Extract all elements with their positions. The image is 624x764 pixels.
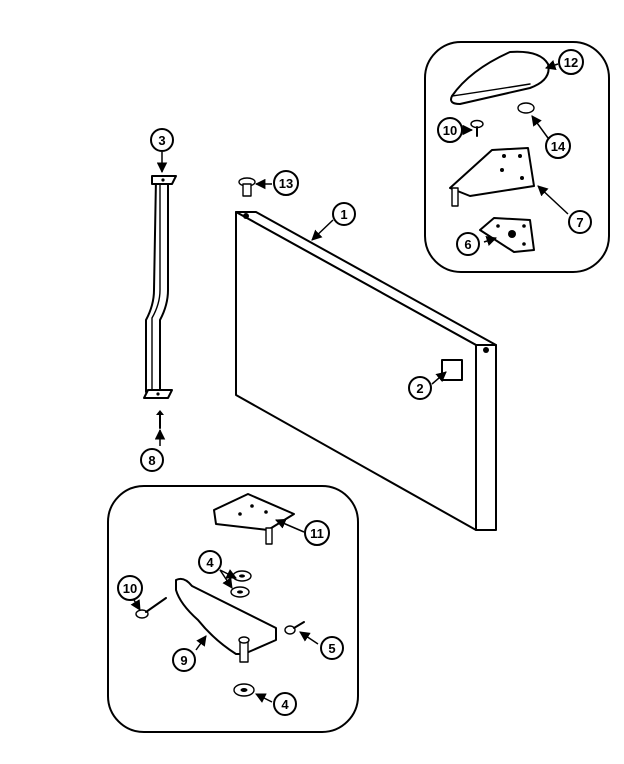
svg-text:13: 13 xyxy=(279,176,293,191)
svg-text:12: 12 xyxy=(564,55,578,70)
svg-text:6: 6 xyxy=(464,237,471,252)
callout-10-bottom: 10 xyxy=(117,575,143,601)
leaders xyxy=(130,60,569,703)
callout-7: 7 xyxy=(568,210,592,234)
svg-text:10: 10 xyxy=(443,123,457,138)
callout-6: 6 xyxy=(456,232,480,256)
callout-14: 14 xyxy=(545,133,571,159)
top-hinge-inset xyxy=(424,41,610,273)
callout-5: 5 xyxy=(320,636,344,660)
callout-3: 3 xyxy=(150,128,174,152)
svg-text:1: 1 xyxy=(340,207,347,222)
svg-text:5: 5 xyxy=(328,641,335,656)
callout-4-upper: 4 xyxy=(198,550,222,574)
callout-13: 13 xyxy=(273,170,299,196)
svg-text:8: 8 xyxy=(148,453,155,468)
callout-8: 8 xyxy=(140,448,164,472)
svg-text:14: 14 xyxy=(551,139,566,154)
bottom-hinge-inset xyxy=(107,485,359,733)
svg-text:4: 4 xyxy=(281,697,289,712)
svg-text:11: 11 xyxy=(310,526,324,541)
svg-text:9: 9 xyxy=(180,653,187,668)
screw xyxy=(156,410,164,429)
svg-text:2: 2 xyxy=(416,381,423,396)
svg-text:7: 7 xyxy=(576,215,583,230)
svg-text:3: 3 xyxy=(158,133,165,148)
callout-12: 12 xyxy=(558,49,584,75)
callout-2: 2 xyxy=(408,376,432,400)
callout-11: 11 xyxy=(304,520,330,546)
callout-4-lower: 4 xyxy=(273,692,297,716)
hinge-pin xyxy=(238,177,256,197)
nameplate xyxy=(441,359,463,381)
callout-1: 1 xyxy=(332,202,356,226)
door-panel xyxy=(235,211,497,531)
door-handle xyxy=(143,175,177,399)
svg-text:10: 10 xyxy=(123,581,137,596)
callout-10-top: 10 xyxy=(437,117,463,143)
callout-9: 9 xyxy=(172,648,196,672)
svg-text:4: 4 xyxy=(206,555,214,570)
